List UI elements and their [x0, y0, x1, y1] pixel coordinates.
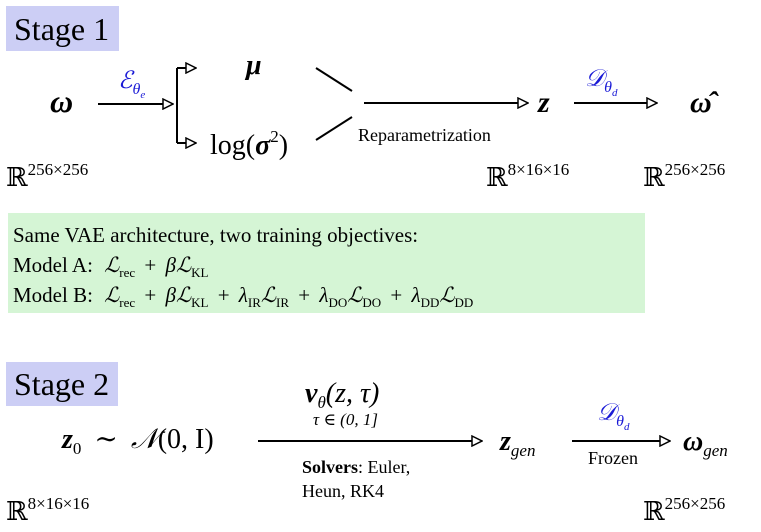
logvar-symbol: log(σ2): [210, 127, 288, 161]
generated-latent: zgen: [499, 426, 535, 460]
stage1-title: Stage 1: [14, 11, 109, 47]
mu-symbol: μ: [244, 50, 262, 81]
merge-line-lower: [315, 116, 353, 141]
stage1-input-omega: ω: [50, 83, 73, 119]
generated-output: ωgen: [683, 426, 728, 460]
stage1-title-box: [6, 6, 119, 51]
latent-z: z: [537, 86, 550, 119]
prior-distribution: z0 ∼ 𝒩(0, I): [61, 424, 214, 461]
encoder-label: ℰθe: [118, 68, 145, 101]
merge-line-upper: [315, 67, 353, 92]
solvers-line2: Heun, RK4: [302, 481, 384, 501]
output-space-label: ℝ256×256: [643, 160, 725, 192]
reparam-label: Reparametrization: [358, 125, 491, 145]
objectives-box: [8, 213, 645, 313]
input-space-label: ℝ256×256: [6, 160, 88, 192]
stage2-decoder-label: 𝒟θd: [597, 400, 630, 433]
model-b-objective: Model B: ℒrec + βℒKL + λIRℒIR + λDOℒDO +…: [13, 283, 473, 312]
decoder-label: 𝒟θd: [585, 66, 618, 99]
stage2-title: Stage 2: [14, 366, 109, 402]
tau-range: τ ∈ (0, 1]: [313, 410, 378, 429]
stage2-title-box: [6, 362, 118, 406]
model-a-objective: Model A: ℒrec + βℒKL: [13, 253, 208, 282]
stage2-input-space-label: ℝ8×16×16: [6, 494, 89, 526]
stage2-output-space-label: ℝ256×256: [643, 494, 725, 526]
frozen-label: Frozen: [588, 448, 638, 468]
solvers-line1: Solvers: Euler,: [302, 457, 410, 477]
objectives-heading: Same VAE architecture, two training obje…: [13, 223, 418, 247]
latent-space-label: ℝ8×16×16: [486, 160, 569, 192]
velocity-field-label: vθ(z, τ): [305, 378, 379, 412]
output-omega-hat: ω̂: [690, 86, 719, 119]
